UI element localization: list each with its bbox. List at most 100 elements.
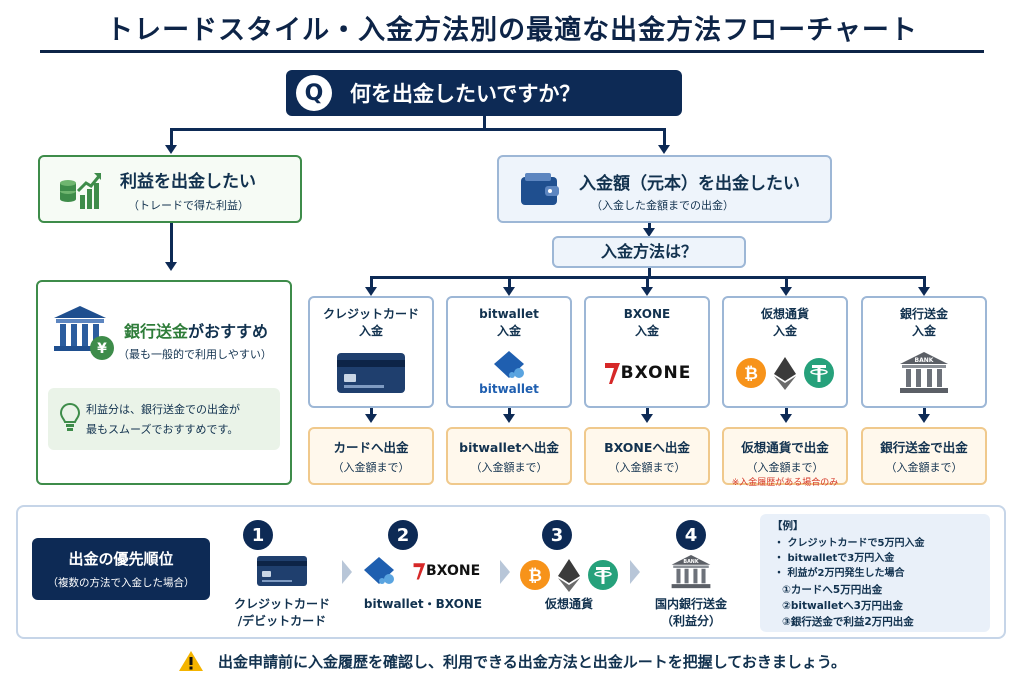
warning-banner: 出金申請前に入金履歴を確認し、利用できる出金方法と出金ルートを把握しておきましょ…	[0, 650, 1024, 672]
method-label-line2: 入金	[634, 324, 659, 338]
connector-line	[170, 128, 664, 131]
method-label-line1: クレジットカード	[322, 307, 419, 321]
priority-label: 出金の優先順位 （複数の方法で入金した場合）	[32, 538, 210, 600]
method-label-line2: 入金	[772, 324, 797, 338]
credit-card-icon	[257, 556, 307, 586]
connector-line	[646, 276, 649, 288]
withdraw-sub: （入金額まで）	[746, 461, 824, 474]
arrow-down-icon	[641, 287, 653, 296]
bxone-mark-icon	[604, 363, 620, 384]
step-label: 国内銀行送金 （利益分）	[636, 596, 746, 630]
bitwallet-logo	[494, 351, 524, 378]
bank-recommendation: ¥ 銀行送金がおすすめ （最も一般的で利用しやすい） 利益分は、銀行送金での出金…	[36, 280, 292, 485]
method-label-line2: 入金	[911, 324, 936, 338]
arrow-down-icon	[918, 414, 930, 423]
connector-line	[508, 408, 511, 416]
step-number: 4	[676, 520, 706, 550]
withdraw-sub: （入金額まで）	[885, 461, 963, 474]
example-bullet: ・ クレジットカードで5万円入金	[774, 538, 925, 549]
crypto-coins-icon: ₿	[736, 357, 834, 390]
arrow-down-icon	[503, 287, 515, 296]
withdraw-label: カードへ出金	[333, 440, 409, 455]
method-label-line2: 入金	[496, 324, 521, 338]
bxone-logo-text: BXONE	[620, 363, 692, 383]
warning-icon	[179, 651, 204, 671]
bank-recommend-title: 銀行送金がおすすめ	[124, 318, 268, 342]
step-label-line1: 仮想通貨	[544, 597, 593, 611]
bxone-logo-text: BXONE	[426, 563, 481, 579]
method-question: 入金方法は？	[552, 236, 746, 268]
bank-sign-text: BANK	[683, 559, 698, 565]
bank-icon: BANK	[900, 352, 948, 393]
arrow-down-icon	[503, 414, 515, 423]
question-text: 何を出金したいですか？	[350, 82, 581, 106]
chevron-right-icon	[630, 560, 640, 584]
connector-line	[508, 276, 511, 288]
bank-recommend-rest: がおすすめ	[188, 322, 269, 341]
arrow-down-icon	[643, 228, 655, 237]
wallet-icon	[521, 173, 559, 205]
connector-line	[663, 128, 666, 146]
connector-line	[170, 128, 173, 146]
example-step: ②bitwalletへ3万円出金	[782, 600, 903, 612]
bank-recommend-subtitle: （最も一般的で利用しやすい）	[118, 348, 272, 361]
title-divider	[40, 50, 984, 53]
question-box: Q 何を出金したいですか？	[286, 70, 682, 116]
connector-line	[483, 116, 486, 130]
bxone-mark-icon	[413, 563, 426, 580]
profit-subtitle: （トレードで得た利益）	[128, 199, 249, 212]
withdraw-card-crypto: 仮想通貨で出金 （入金額まで）	[722, 427, 848, 485]
credit-card-icon	[337, 353, 405, 393]
page-title: トレードスタイル・入金方法別の最適な出金方法フローチャート	[106, 15, 918, 46]
step-label: 仮想通貨	[512, 596, 626, 613]
connector-line	[370, 408, 373, 416]
connector-line	[785, 408, 788, 416]
step-label-line2: （利益分）	[660, 614, 721, 628]
withdraw-sub: （入金額まで）	[332, 461, 410, 474]
withdraw-card-credit: カードへ出金 （入金額まで）	[308, 427, 434, 485]
profit-title: 利益を出金したい	[120, 172, 256, 192]
example-bullet: ・ bitwalletで3万円入金	[774, 553, 895, 564]
step-label-line1: bitwallet・BXONE	[363, 597, 483, 611]
step-label-line2: /デビットカード	[237, 614, 327, 628]
chevron-right-icon	[500, 560, 510, 584]
svg-text:₿: ₿	[528, 566, 542, 586]
step-label-line1: クレジットカード	[233, 597, 330, 611]
method-label-line2: 入金	[358, 324, 383, 338]
svg-text:¥: ¥	[97, 341, 107, 357]
note-line-1: 利益分は、銀行送金での出金が	[86, 403, 240, 416]
step-label-line1: 国内銀行送金	[654, 597, 727, 611]
method-label-line1: 仮想通貨	[760, 307, 809, 321]
step-number: 2	[388, 520, 418, 550]
method-card-bitwallet: bitwallet 入金 bitwallet	[446, 296, 572, 408]
method-card-bxone: BXONE 入金 BXONE	[584, 296, 710, 408]
warning-text: 出金申請前に入金履歴を確認し、利用できる出金方法と出金ルートを把握しておきましょ…	[218, 652, 846, 671]
example-title: 【例】	[772, 520, 804, 532]
method-card-crypto: 仮想通貨 入金 ₿	[722, 296, 848, 408]
step-number: 1	[243, 520, 273, 550]
crypto-note: ※入金履歴がある場合のみ	[731, 478, 839, 488]
principal-subtitle: （入金した金額までの出金）	[591, 199, 734, 212]
connector-line	[646, 408, 649, 416]
withdraw-sub: （入金額まで）	[608, 461, 686, 474]
withdraw-label: 仮想通貨で出金	[741, 440, 829, 455]
example-step: ①カードへ5万円出金	[782, 584, 883, 596]
note-line-2: 最もスムーズでおすすめです。	[86, 423, 239, 436]
step-label: クレジットカード /デビットカード	[222, 596, 342, 630]
arrow-down-icon	[918, 287, 930, 296]
method-label-line1: bitwallet	[479, 307, 539, 321]
withdraw-label: 銀行送金で出金	[880, 440, 968, 455]
connector-line	[785, 276, 788, 288]
svg-text:₿: ₿	[744, 364, 758, 384]
withdraw-label: BXONEへ出金	[604, 440, 690, 455]
bitwallet-logo-text: bitwallet	[479, 382, 539, 396]
connector-line	[370, 276, 373, 288]
bank-icon: ¥	[54, 306, 114, 360]
priority-subtitle: （複数の方法で入金した場合）	[47, 577, 195, 589]
bank-icon: BANK	[671, 555, 711, 589]
method-label-line1: 銀行送金	[899, 307, 948, 321]
arrow-down-icon	[658, 145, 670, 154]
connector-line	[170, 223, 173, 263]
bank-recommend-strong: 銀行送金	[124, 322, 189, 341]
method-card-credit: クレジットカード 入金	[308, 296, 434, 408]
